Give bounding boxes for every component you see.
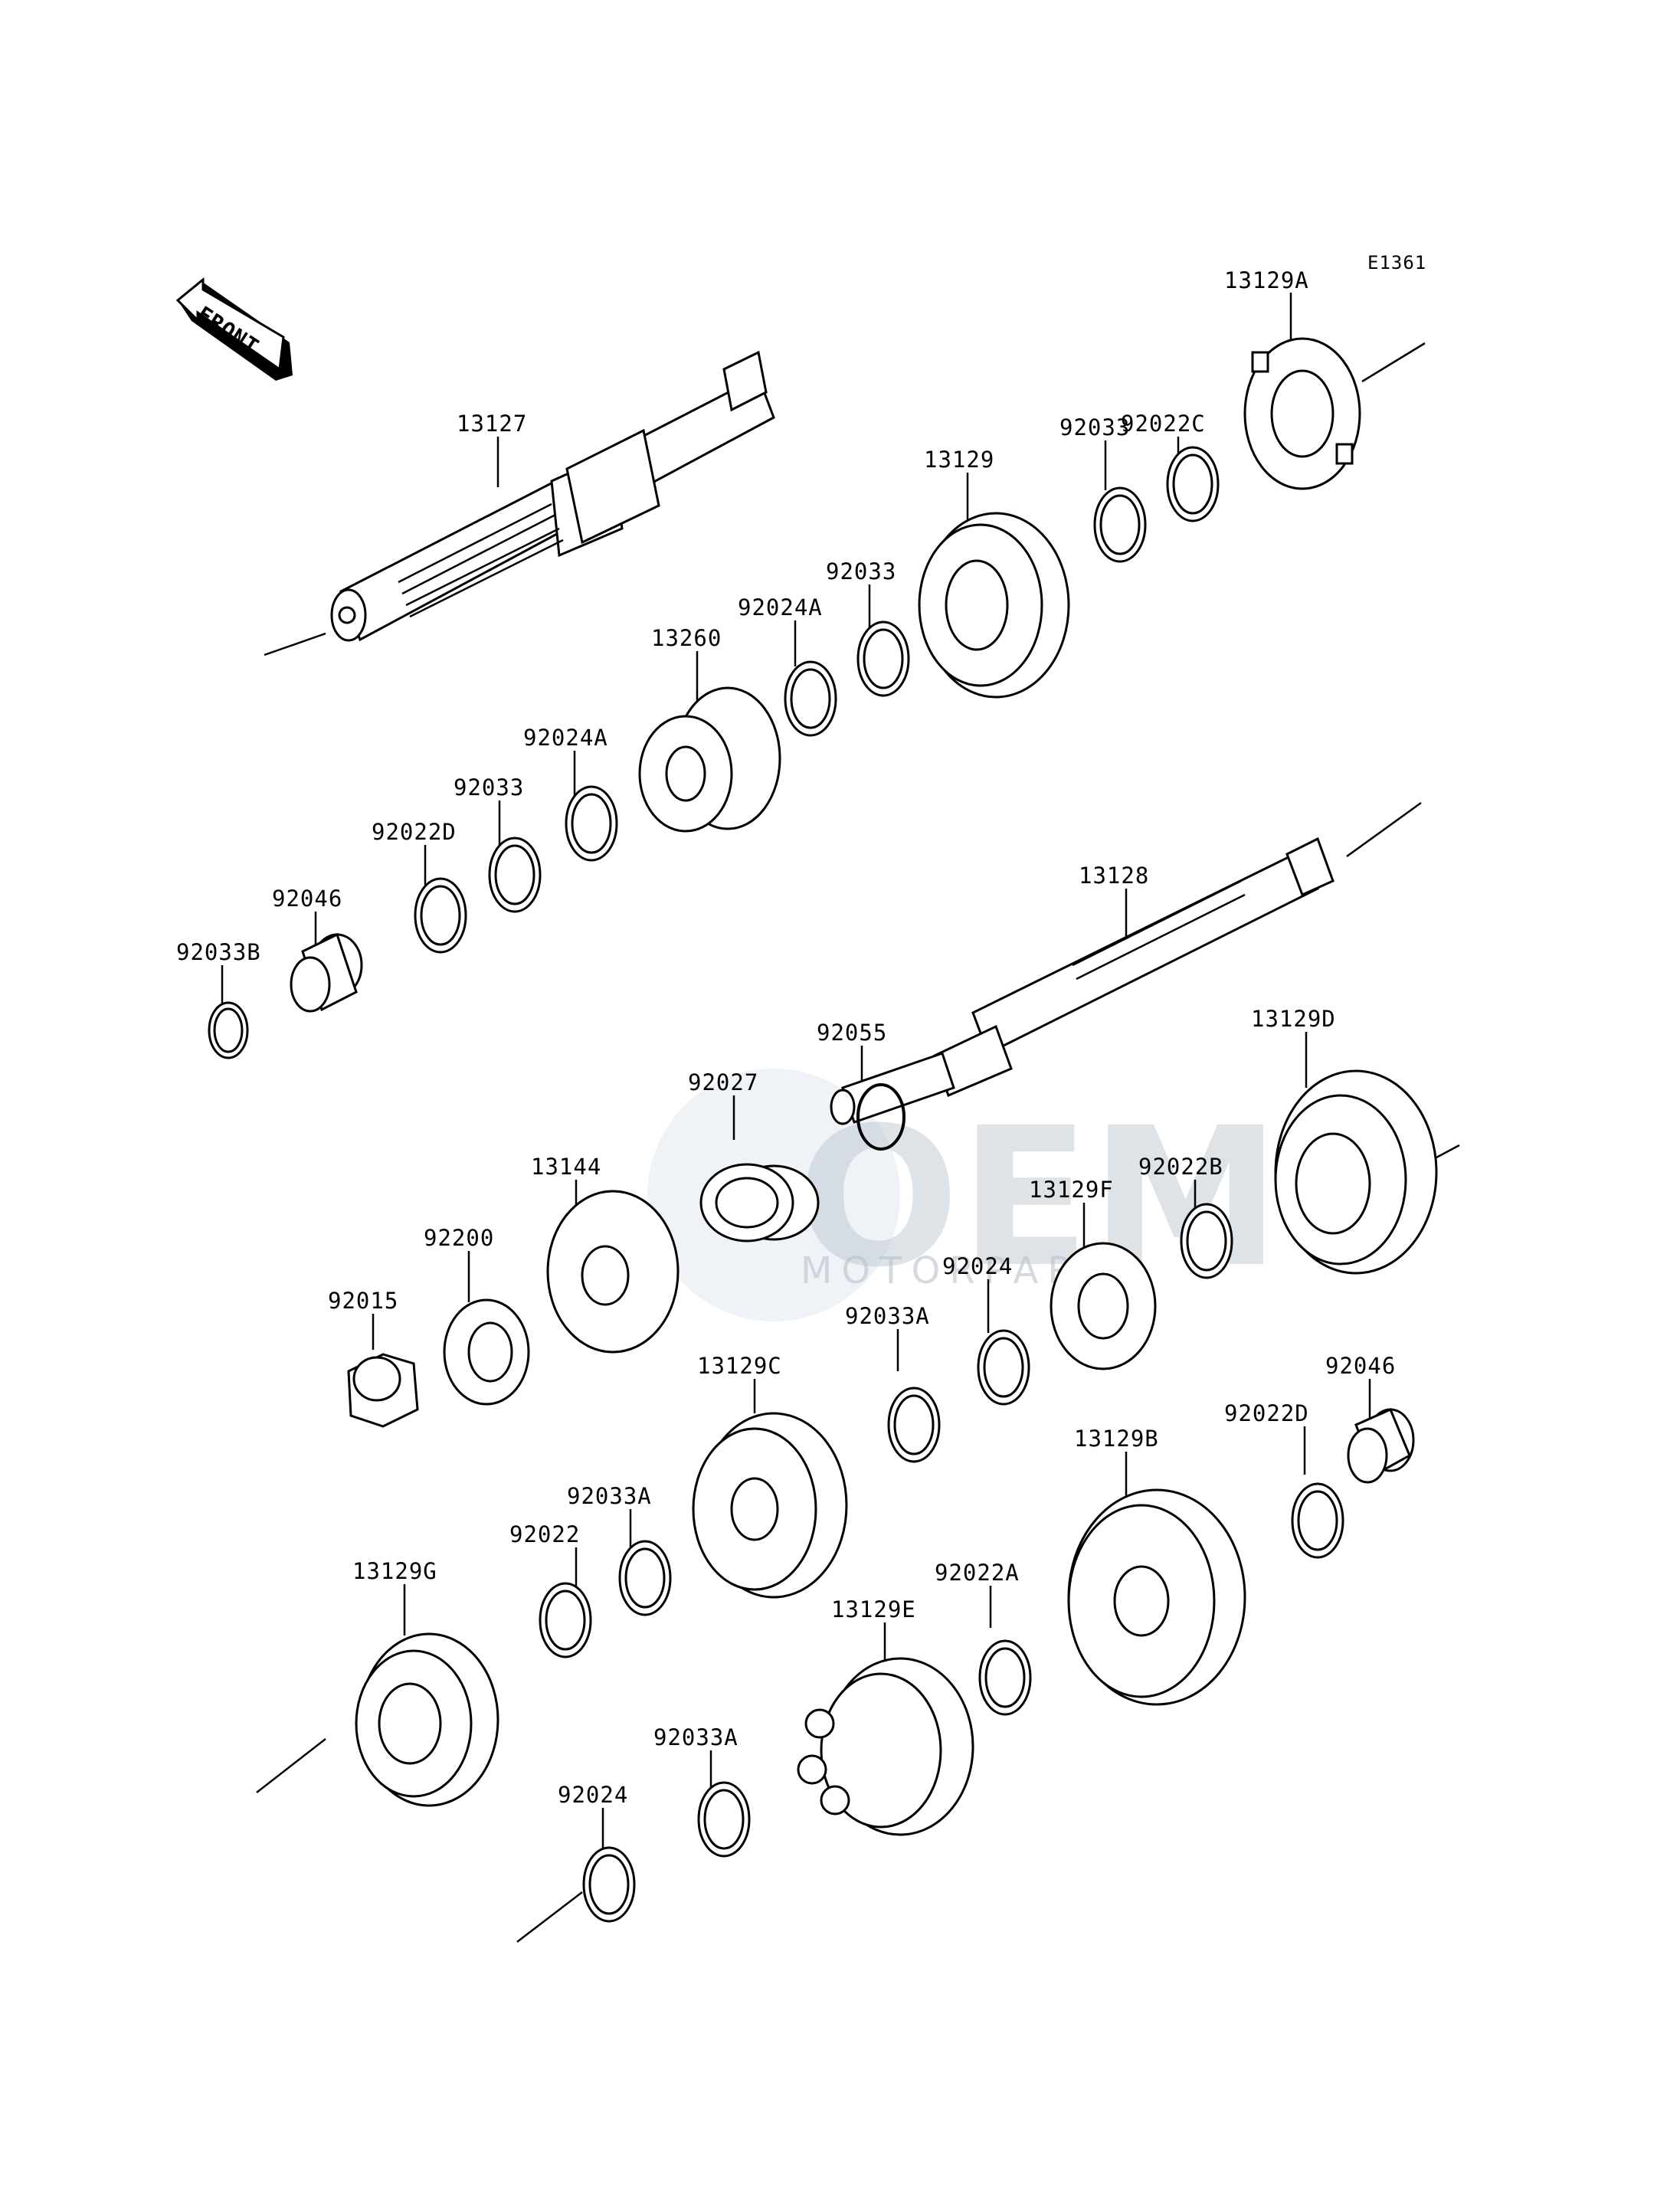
part-label: 92024A [738,594,823,620]
part-label: 92046 [1325,1353,1396,1379]
ring-92033A-b [618,1540,672,1616]
sprocket-13144 [546,1190,680,1354]
ring-92024A [784,660,837,737]
part-label: 92022A [935,1560,1020,1586]
shaft-13127 [330,350,775,642]
part-label: 92046 [272,886,342,912]
part-label: 92033B [176,939,261,965]
part-label: 92033A [567,1483,652,1509]
oring-92055 [856,1083,905,1151]
part-labels: 13127 13129A 92022C 92033 13129 92033 92… [176,267,1396,1808]
part-label: 13127 [457,411,527,437]
leader-lines [221,293,1460,1943]
ring-92033-c [488,837,542,913]
part-label: 92022B [1138,1154,1223,1180]
clip-92033B [208,1001,249,1059]
part-label: 13129C [697,1353,782,1379]
ring-92022C [1166,446,1220,522]
gear-13129 [918,512,1070,699]
bearing-92046 [290,932,363,1013]
gear-13129E [797,1657,974,1836]
gear-13129F [1050,1242,1157,1370]
ring-92022B [1180,1203,1233,1279]
ring-92022D [414,877,467,954]
part-label: 13129E [831,1596,916,1622]
part-label: 92022C [1121,411,1206,437]
part-label: 92022D [1224,1400,1309,1426]
gear-13129D [1274,1069,1438,1275]
part-label: 13129B [1074,1426,1159,1452]
part-label: 13129 [924,447,994,473]
ring-92024A-b [565,785,618,862]
ring-92033A-c [697,1781,751,1858]
ring-92024-b [582,1846,636,1923]
gear-13129A [1243,337,1361,490]
ring-92024 [977,1329,1030,1406]
part-label: 92033 [454,774,524,801]
part-label: 13129D [1251,1006,1336,1032]
part-label: 92033A [653,1724,738,1750]
part-label: 92024A [523,725,608,751]
part-label: 92024 [558,1782,628,1808]
ring-92033 [1093,486,1147,563]
part-label: 13129F [1029,1177,1114,1203]
part-label: 13128 [1079,863,1149,889]
part-label: 92022 [509,1521,580,1547]
part-label: 13129G [352,1558,437,1584]
gear-13129C [692,1412,848,1599]
part-label: 13260 [651,625,722,651]
part-label: 13129A [1224,267,1309,293]
ring-92033-b [856,620,910,697]
washer-92200 [443,1298,530,1406]
part-label: 92015 [328,1288,398,1314]
part-label: 92022D [372,819,457,845]
figure-code: E1361 [1367,252,1426,273]
gear-13260 [638,686,781,833]
part-label: 92055 [817,1020,887,1046]
ring-92033A [887,1387,941,1463]
gear-13129B [1067,1488,1246,1706]
bearing-92046-b [1347,1408,1415,1484]
front-direction-arrow: FRONT [175,277,293,381]
shaft-13128 [830,837,1335,1125]
ring-92022D-b [1291,1482,1344,1559]
nut-92015 [347,1353,419,1428]
part-label: 92033 [1059,414,1130,440]
collar-92027 [699,1163,820,1243]
ring-92022 [539,1582,592,1658]
part-label: 13144 [531,1154,601,1180]
part-label: 92200 [424,1225,494,1251]
ring-92022A [978,1639,1032,1716]
part-label: 92033 [826,558,896,584]
part-label: 92024 [942,1253,1013,1279]
part-label: 92027 [688,1069,758,1095]
part-label: 92033A [845,1303,930,1329]
gear-13129G [355,1632,499,1807]
